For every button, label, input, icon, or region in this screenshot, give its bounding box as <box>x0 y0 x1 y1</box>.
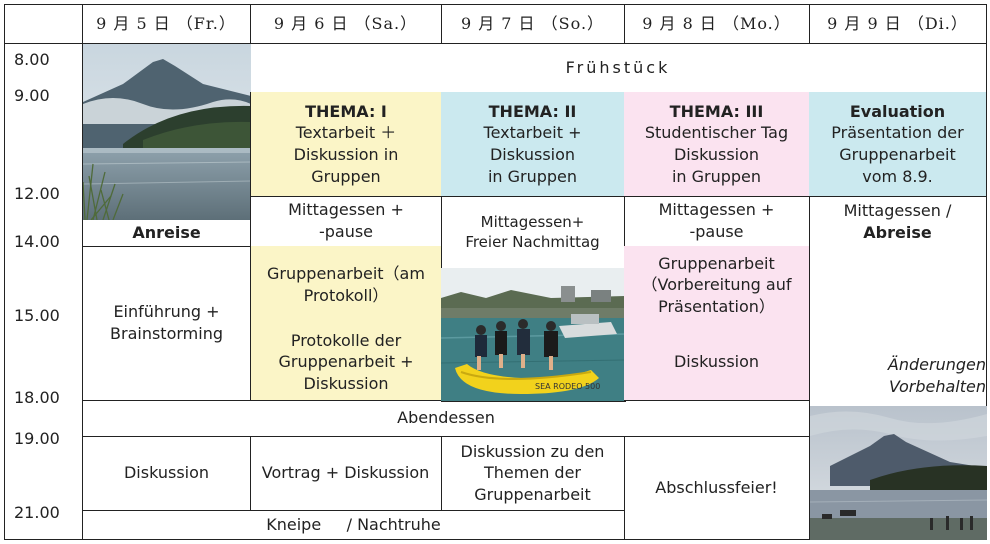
abendessen-label: Abendessen <box>397 408 495 428</box>
gruppe-mo-line: Präsentation） <box>658 296 775 316</box>
diskussion-mo-label: Diskussion <box>673 352 760 372</box>
aenderungen-line: Vorbehalten <box>888 377 986 397</box>
fuji-lake-photo <box>83 44 251 220</box>
einfuehrung-line: Brainstorming <box>110 324 223 343</box>
evaluation-cell: Evaluation Präsentation der Gruppenarbei… <box>809 92 987 197</box>
fruehstueck-label: Frühstück <box>565 57 671 77</box>
di-afternoon-cell <box>809 246 987 406</box>
gruppe-mo-line: Gruppenarbeit <box>658 253 775 273</box>
abendessen-cell: Abendessen <box>83 400 810 437</box>
gruppe-sa-line: Gruppenarbeit（am <box>267 264 425 284</box>
evaluation-line: Präsentation der <box>831 123 964 143</box>
einfuehrung-cell: Einführung + Brainstorming <box>83 246 251 401</box>
banana-boat-photo-image: SEA RODEO 500 <box>441 268 625 401</box>
thema-2-cell: THEMA: II Textarbeit + Diskussion in Gru… <box>441 92 625 197</box>
header-day-5: 9 月 9 日 （Di.） <box>809 4 987 44</box>
abschluss-label: Abschlussfeier! <box>655 477 778 497</box>
mittag-so-cell: Mittagessen+ Freier Nachmittag <box>441 196 625 268</box>
header-day-2-label: 9 月 6 日 （Sa.） <box>273 14 418 34</box>
diskussion-so-line: Diskussion zu den <box>460 441 605 461</box>
header-day-4: 9 月 8 日 （Mo.） <box>624 4 810 44</box>
mittag-di-line: Abreise <box>863 222 932 242</box>
thema-2-line: in Gruppen <box>487 166 578 186</box>
thema-3-line: Diskussion <box>673 145 760 164</box>
header-day-5-label: 9 月 9 日 （Di.） <box>827 14 968 34</box>
time-label: 8.00 <box>14 50 50 69</box>
mittag-di-cell: Mittagessen / Abreise <box>809 196 987 247</box>
fuji-dusk-photo-image <box>810 406 987 540</box>
vortrag-label: Vortrag + Diskussion <box>261 463 430 483</box>
time-label: 9.00 <box>14 86 50 105</box>
thema-3-cell: THEMA: III Studentischer Tag Diskussion … <box>624 92 810 197</box>
header-day-3: 9 月 7 日 （So.） <box>441 4 625 44</box>
fruehstueck-cell: Frühstück <box>250 43 987 93</box>
diskussion-mo-cell: Diskussion <box>624 324 810 401</box>
time-column <box>4 43 83 540</box>
thema-2-line: Diskussion <box>489 145 576 164</box>
aenderungen-line: Änderungen <box>887 355 986 374</box>
time-label: 14.00 <box>14 232 60 251</box>
corner-cell <box>4 4 83 44</box>
thema-1-line: Diskussion in <box>293 145 399 164</box>
protokolle-cell: Protokolle der Gruppenarbeit + Diskussio… <box>250 324 442 401</box>
protokolle-line: Diskussion <box>303 373 389 393</box>
header-day-3-label: 9 月 7 日 （So.） <box>460 14 605 34</box>
mittag-mo-cell: Mittagessen + -pause <box>624 196 810 247</box>
time-label: 15.00 <box>14 306 60 325</box>
anreise-label: Anreise <box>132 223 201 243</box>
gruppe-sa-line: Protokoll） <box>303 286 389 305</box>
time-label: 21.00 <box>14 503 60 522</box>
banana-boat-photo: SEA RODEO 500 <box>441 268 626 402</box>
evaluation-line: vom 8.9. <box>862 166 933 186</box>
diskussion-fr-cell: Diskussion <box>83 436 251 511</box>
gruppe-sa-cell: Gruppenarbeit（am Protokoll） <box>250 246 442 325</box>
fuji-lake-photo-image <box>83 44 251 220</box>
header-day-1-label: 9 月 5 日 （Fr.） <box>96 14 236 34</box>
diskussion-fr-label: Diskussion <box>123 463 210 483</box>
boat-label: SEA RODEO 500 <box>535 382 600 391</box>
diskussion-so-cell: Diskussion zu den Themen der Gruppenarbe… <box>441 436 625 511</box>
thema-2-line: Textarbeit + <box>483 123 582 143</box>
time-label: 19.00 <box>14 429 60 448</box>
abschluss-cell: Abschlussfeier! <box>624 436 810 540</box>
protokolle-line: Protokolle der <box>290 330 402 350</box>
mittag-sa-line: Mittagessen + <box>288 200 404 220</box>
einfuehrung-line: Einführung + <box>113 302 220 322</box>
kneipe-label: Kneipe / Nachtruhe <box>266 514 441 534</box>
anreise-cell: Anreise <box>83 220 251 247</box>
thema-3-line: Studentischer Tag <box>644 123 789 143</box>
header-day-2: 9 月 6 日 （Sa.） <box>250 4 442 44</box>
gruppe-mo-cell: Gruppenarbeit （Vorbereitung auf Präsenta… <box>624 246 810 325</box>
gruppe-mo-line: （Vorbereitung auf <box>641 275 792 295</box>
mittag-so-line: Mittagessen+ <box>480 212 585 231</box>
diskussion-so-line: Gruppenarbeit <box>474 484 591 504</box>
mittag-mo-line: Mittagessen + <box>658 200 775 220</box>
mittag-di-line: Mittagessen / <box>843 200 952 220</box>
time-label: 18.00 <box>14 388 60 407</box>
thema-1-title: THEMA: I <box>305 101 387 121</box>
evaluation-title: Evaluation <box>849 101 946 121</box>
diskussion-so-line: Themen der <box>484 463 581 483</box>
protokolle-line: Gruppenarbeit + <box>278 352 414 372</box>
thema-3-title: THEMA: III <box>669 101 764 121</box>
time-label: 12.00 <box>14 184 60 203</box>
evaluation-line: Gruppenarbeit <box>839 145 956 164</box>
thema-1-cell: THEMA: I Textarbeit ＋ Diskussion in Grup… <box>250 92 442 197</box>
vortrag-cell: Vortrag + Diskussion <box>250 436 442 511</box>
header-day-1: 9 月 5 日 （Fr.） <box>82 4 251 44</box>
header-day-4-label: 9 月 8 日 （Mo.） <box>642 14 791 34</box>
fuji-dusk-photo <box>810 406 987 540</box>
thema-3-line: in Gruppen <box>671 166 762 186</box>
mittag-so-line: Freier Nachmittag <box>465 233 600 251</box>
kneipe-cell: Kneipe / Nachtruhe <box>83 510 625 540</box>
thema-1-line: Textarbeit ＋ <box>295 123 397 143</box>
mittag-sa-cell: Mittagessen + -pause <box>250 196 442 247</box>
mittag-sa-line: -pause <box>318 222 374 241</box>
aenderungen-note: Änderungen Vorbehalten <box>860 354 986 399</box>
thema-1-line: Gruppen <box>311 166 381 186</box>
thema-2-title: THEMA: II <box>488 101 577 121</box>
mittag-mo-line: -pause <box>689 222 744 241</box>
